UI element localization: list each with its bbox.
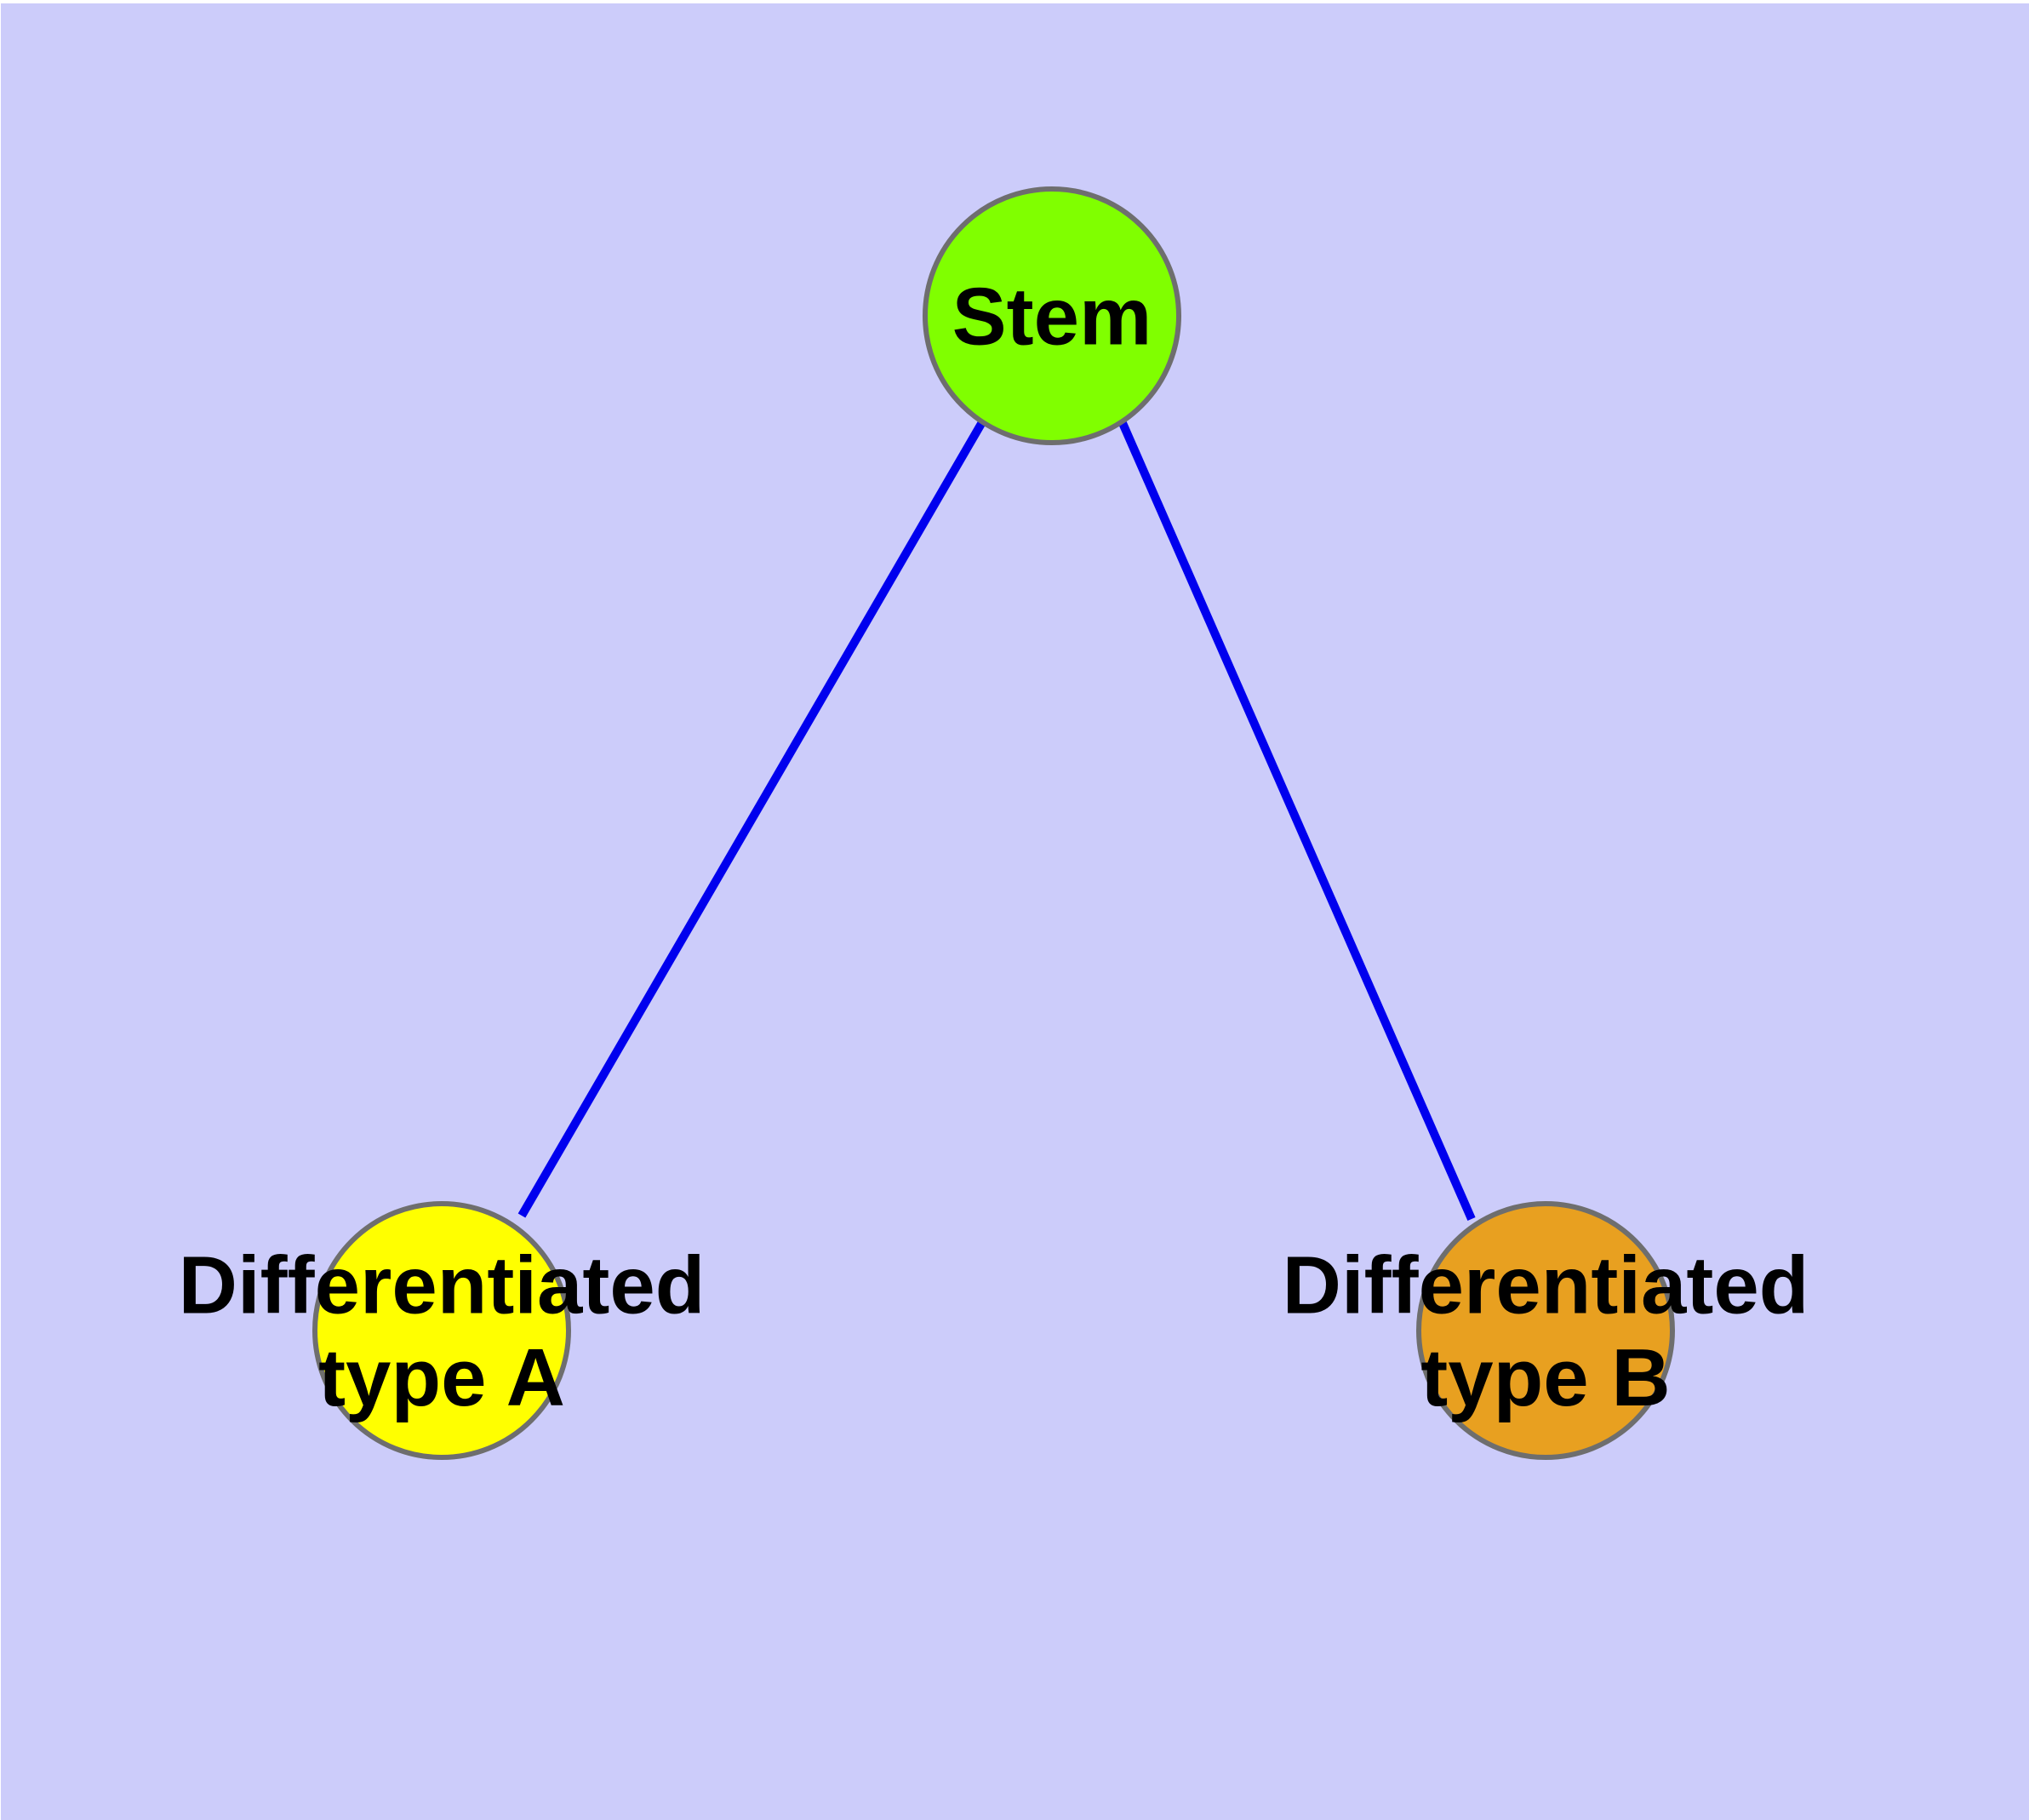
node-label-line: type B [1420,1332,1670,1423]
edge-stem-diff-b[interactable] [1118,421,1476,1222]
node-circle-stem[interactable] [923,186,1181,445]
node-label-stem: Stem [952,272,1152,363]
graph-node-stem[interactable]: Stem [923,186,1181,445]
node-circle-diff_a[interactable] [312,1201,571,1460]
edges-layer [517,420,1476,1222]
edge-stem-diff-a[interactable] [517,420,986,1218]
node-label-line: Stem [952,272,1152,363]
node-label-line: Differentiated [1283,1239,1809,1331]
node-circle-diff_b[interactable] [1416,1201,1675,1460]
node-label-line: Differentiated [179,1239,706,1331]
node-label-line: type A [318,1332,565,1423]
